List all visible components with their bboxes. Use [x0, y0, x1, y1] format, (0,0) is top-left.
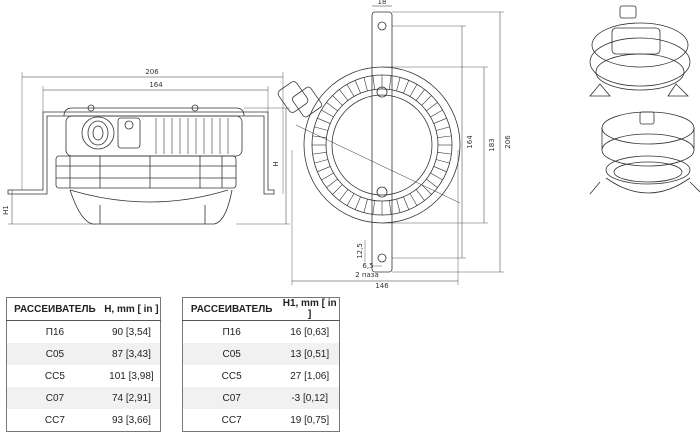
dim-front-h1: H1	[2, 205, 10, 215]
heatsink-fin	[339, 89, 349, 101]
heatsink-fin	[317, 117, 331, 124]
heatsink-fin	[372, 200, 375, 215]
heatsink-fin	[415, 89, 425, 101]
table-header-h: H, mm [ in ]	[102, 297, 161, 321]
table-header-diffuser: РАССЕИВАТЕЛЬ	[6, 297, 103, 321]
table-header-row: РАССЕИВАТЕЛЬ H1, mm [ in ]	[182, 297, 340, 321]
dim-slot-depth: 6,5	[362, 262, 373, 270]
heatsink-fin	[426, 102, 438, 112]
table-header-h1: H1, mm [ in ]	[280, 297, 340, 321]
heatsink-fin	[433, 117, 447, 124]
heatsink-fin	[354, 196, 361, 210]
table-row: П16 90 [3,54]	[7, 321, 161, 344]
heatsink-fin	[426, 178, 438, 188]
table-header-row: РАССЕИВАТЕЛЬ H, mm [ in ]	[6, 297, 161, 321]
dim-mount-hole-spacing: 164	[466, 135, 474, 149]
diffuser-cell: СС7	[44, 414, 65, 426]
heatsink-fin	[312, 135, 327, 138]
value-cell: 87 [3,43]	[102, 343, 161, 365]
dim-base-width: 146	[375, 282, 389, 290]
heatsink-fin	[389, 200, 392, 215]
diffuser-cell: С07	[6, 387, 103, 409]
value-cell: 19 [0,75]	[290, 414, 330, 426]
heatsink-fin	[409, 193, 418, 206]
heatsink-fin	[437, 152, 452, 155]
diffuser-cell: С07	[182, 387, 281, 409]
diffuser-cell: СС7	[221, 414, 242, 426]
dim-front-height: H	[272, 161, 280, 166]
heatsink-fin	[436, 126, 450, 131]
value-cell: 93 [3,66]	[111, 414, 151, 426]
value-cell: 101 [3,98]	[109, 370, 154, 382]
heatsink-fin	[436, 159, 450, 164]
value-cell: 27 [1,06]	[290, 370, 330, 382]
dim-mid-diameter: 183	[488, 138, 496, 151]
dim-top-bracket-width: 18	[378, 0, 387, 6]
heatsink-fin	[363, 199, 368, 213]
table-header-diffuser: РАССЕИВАТЕЛЬ	[182, 297, 281, 321]
value-cell: 13 [0,51]	[280, 343, 340, 365]
h-dimension-table: РАССЕИВАТЕЛЬ H, mm [ in ] П16 90 [3,54] С…	[6, 297, 161, 432]
heatsink-fin	[403, 196, 410, 210]
heatsink-fin	[433, 166, 447, 173]
dim-slot-width: 12,5	[356, 243, 364, 259]
dim-slot-label: 2 паза	[355, 271, 379, 279]
technical-drawing: 206 164 H H1 18 164 183 206 12,5 6,5 2 п…	[2, 0, 700, 290]
diffuser-cell: П16	[222, 326, 241, 338]
dim-front-total-width: 206	[145, 68, 159, 76]
value-cell: 16 [0,63]	[290, 326, 330, 338]
table-row: П16 16 [0,63]	[183, 321, 340, 344]
heatsink-fin	[354, 80, 361, 94]
round-view	[277, 5, 504, 285]
heatsink-fin	[396, 199, 401, 213]
diffuser-cell: П16	[45, 326, 65, 338]
diffuser-cell: С05	[182, 343, 281, 365]
table-row: СС7 93 [3,66]	[7, 409, 161, 432]
heatsink-fin	[389, 75, 392, 90]
heatsink-fin	[317, 166, 331, 173]
value-cell: 90 [3,54]	[111, 326, 151, 338]
iso-view-bottom	[589, 111, 700, 195]
dim-overall-height: 206	[504, 135, 512, 149]
heatsink-fin	[430, 172, 443, 181]
heatsink-fin	[372, 75, 375, 90]
diffuser-cell: С05	[6, 343, 103, 365]
heatsink-fin	[339, 189, 349, 201]
diffuser-cell: СС5	[221, 370, 242, 382]
heatsink-fin	[396, 77, 401, 91]
heatsink-fin	[363, 77, 368, 91]
heatsink-fin	[326, 102, 338, 112]
heatsink-fin	[346, 84, 355, 97]
table-row: СС5 27 [1,06]	[183, 365, 340, 387]
heatsink-fin	[437, 135, 452, 138]
table-row: СС5 101 [3,98]	[7, 365, 161, 387]
heatsink-fin	[314, 159, 328, 164]
heatsink-fin	[312, 152, 327, 155]
heatsink-fin	[409, 84, 418, 97]
heatsink-fin	[332, 95, 343, 106]
diffuser-cell: СС5	[44, 370, 65, 382]
heatsink-fin	[421, 184, 432, 195]
heatsink-fin	[321, 109, 334, 118]
heatsink-fin	[346, 193, 355, 206]
heatsink-fin	[415, 189, 425, 201]
value-cell: 74 [2,91]	[102, 387, 161, 409]
dim-front-mounting-width: 164	[149, 81, 163, 89]
table-row: СС7 19 [0,75]	[183, 409, 340, 432]
table-row: С07-3 [0,12]	[182, 387, 340, 409]
iso-view-top	[589, 5, 691, 97]
heatsink-fin	[321, 172, 334, 181]
heatsink-fin	[421, 95, 432, 106]
heatsink-fin	[326, 178, 338, 188]
heatsink-fin	[332, 184, 343, 195]
heatsink-fin	[430, 109, 443, 118]
front-view	[7, 72, 290, 225]
heatsink-fin	[403, 80, 410, 94]
value-cell: -3 [0,12]	[280, 387, 340, 409]
heatsink-fin	[314, 126, 328, 131]
